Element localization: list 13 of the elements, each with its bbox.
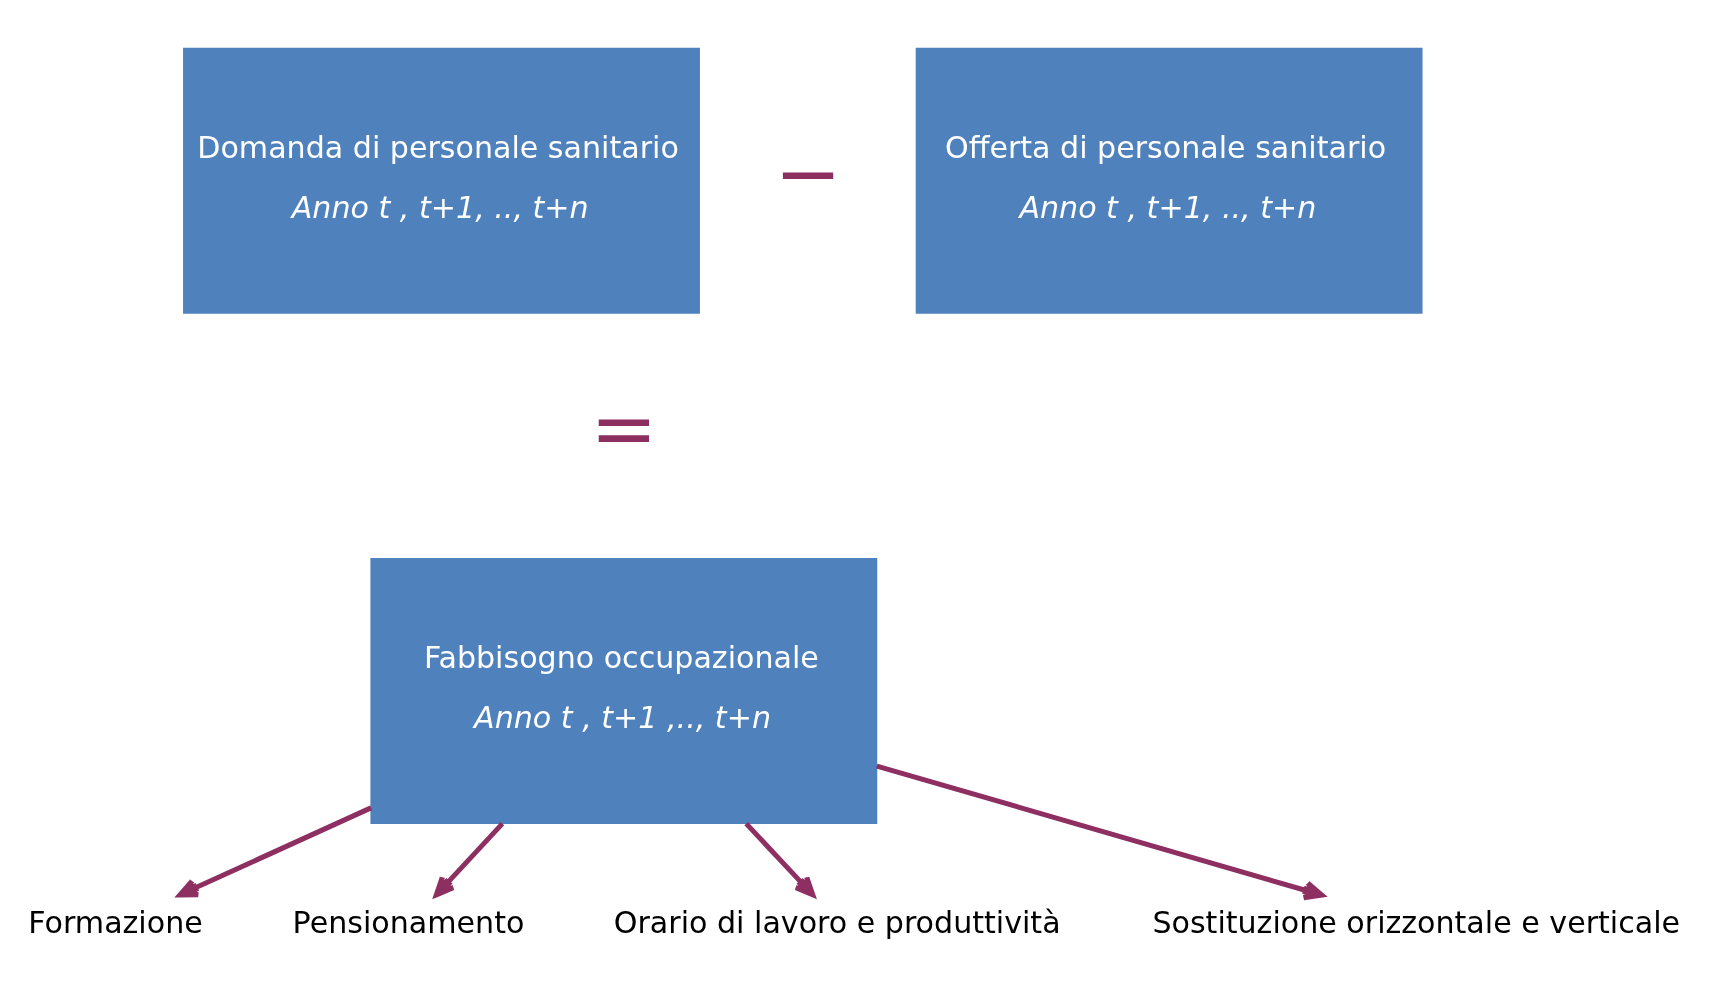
node-text: Pensionamento	[292, 904, 525, 940]
node-box: Offerta di personale sanitario Anno t , t+1, .., t+n	[915, 47, 1423, 314]
arrow	[177, 805, 373, 898]
node-text: Sostituzione orizzontale e verticale	[1152, 904, 1681, 940]
arrow	[876, 763, 1325, 901]
label: =	[590, 380, 658, 475]
node-box: Fabbisogno occupazionale Anno t , t+1 ,.., t+n	[370, 558, 878, 824]
arrow	[744, 821, 816, 898]
node-text: Formazione	[28, 904, 203, 940]
node-text: Orario di lavoro e produttività	[613, 904, 1061, 940]
arrow	[433, 821, 505, 898]
label: −	[774, 125, 842, 220]
node-box: Domanda di personale sanitario Anno t , t+1, .., t+n	[183, 47, 700, 314]
